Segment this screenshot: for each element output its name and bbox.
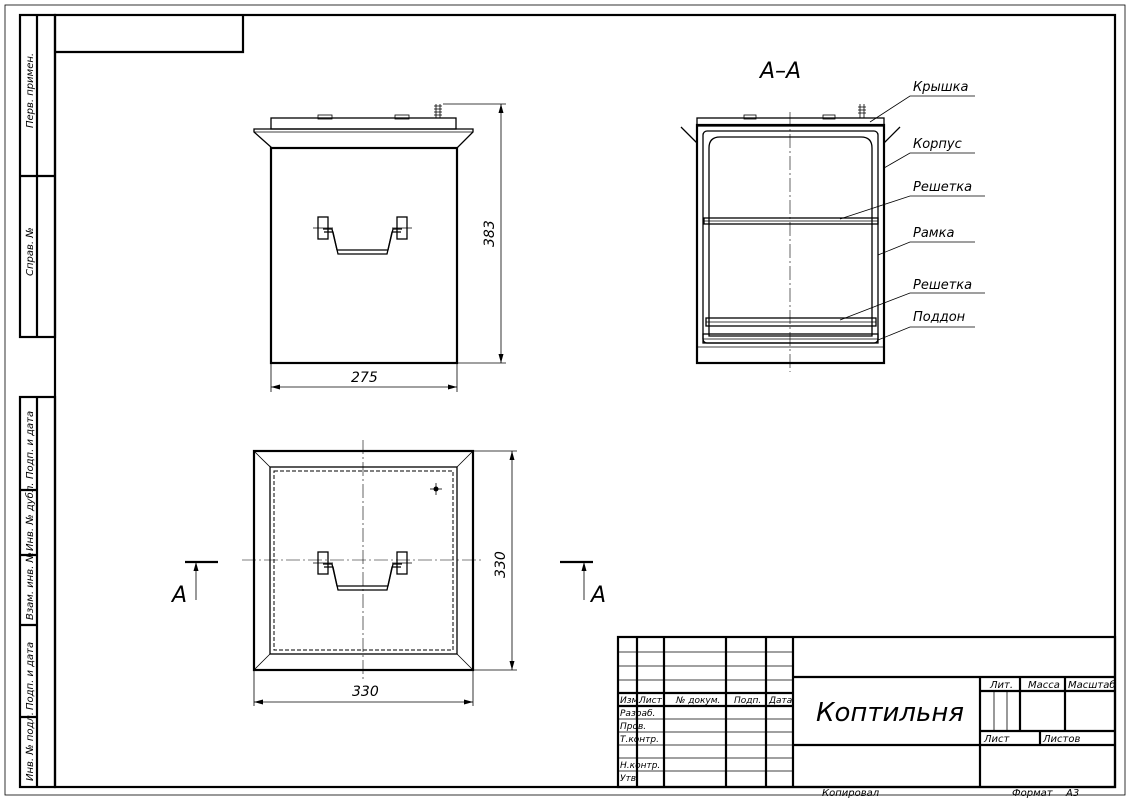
footer: Копировал Формат А3 — [822, 788, 1079, 799]
dimension-top-height: 330 — [493, 551, 509, 578]
side-stamp-label: Справ. № — [25, 227, 36, 276]
title-block-sheets: Листов — [1042, 734, 1080, 745]
section-mark-label: А — [170, 583, 187, 608]
callout-label: Корпус — [913, 137, 962, 152]
callout-label: Решетка — [913, 180, 972, 195]
product-name: Коптильня — [816, 698, 964, 728]
dimension-front-width: 275 — [351, 370, 378, 386]
footer-format-label: Формат — [1012, 788, 1054, 799]
section-view: А–А Крышка Корп — [680, 59, 985, 372]
side-stamp-label: Перв. примен. — [25, 53, 36, 128]
side-stamp-label: Подп. и дата — [25, 411, 36, 479]
handle-icon — [313, 216, 412, 255]
title-block-role: Утв. — [620, 774, 639, 784]
title-block-mass: Масса — [1028, 680, 1060, 691]
title-block: Изм. Лист № докум. Подп. Дата Разраб. Пр… — [616, 635, 1117, 789]
dimension-top-width: 330 — [352, 684, 379, 700]
footer-copied: Копировал — [822, 788, 880, 799]
side-stamp-label: Инв. № подл. — [25, 712, 36, 781]
title-block-header: Дата — [768, 696, 792, 706]
dimension-front-height: 383 — [482, 220, 498, 247]
title-block-role: Н.контр. — [620, 761, 660, 771]
section-title: А–А — [758, 59, 801, 84]
callout-label: Крышка — [913, 80, 968, 95]
section-mark-left: А — [170, 560, 218, 608]
title-block-lit: Лит. — [989, 680, 1013, 691]
section-mark-right: А — [560, 560, 606, 608]
front-view: 275 383 — [253, 103, 506, 392]
title-block-sheet: Лист — [983, 734, 1011, 745]
callout-leaders — [839, 95, 985, 341]
side-stamp-label: Взам. инв. № — [25, 552, 36, 620]
side-stamp: Перв. примен. Справ. № Подп. и дата Инв.… — [18, 13, 57, 789]
title-block-header: Изм. — [620, 696, 641, 706]
top-view: 330 330 А А — [170, 440, 606, 706]
callout-label: Решетка — [913, 278, 972, 293]
footer-format-value: А3 — [1065, 788, 1079, 799]
side-stamp-label: Инв. № дубл. — [24, 483, 36, 551]
title-block-header: № докум. — [675, 696, 720, 706]
callout-label: Поддон — [913, 310, 966, 325]
callout-label: Рамка — [913, 226, 954, 241]
title-block-role: Разраб. — [620, 709, 655, 719]
title-block-scale: Масштаб — [1068, 679, 1116, 691]
title-block-header: Подп. — [734, 696, 761, 706]
title-block-header: Лист — [638, 696, 663, 706]
title-block-role: Пров. — [620, 722, 646, 732]
title-block-role: Т.контр. — [620, 735, 659, 745]
side-stamp-label: Подп. и дата — [25, 642, 36, 710]
handle-icon — [313, 551, 412, 591]
section-mark-label: А — [589, 583, 606, 608]
